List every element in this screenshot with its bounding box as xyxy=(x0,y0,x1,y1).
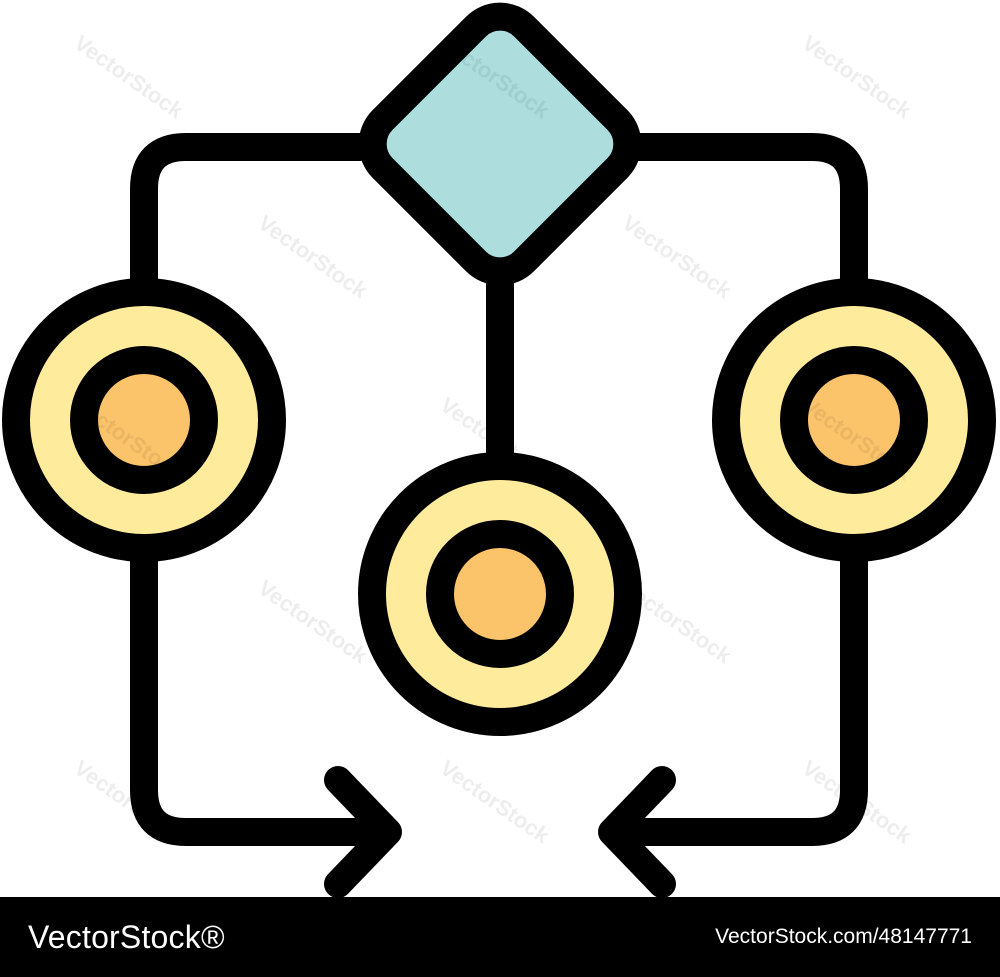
connector-top-right xyxy=(624,133,868,296)
connector-bottom-left xyxy=(130,542,398,846)
brand-logo: VectorStock® xyxy=(28,918,225,955)
left-node xyxy=(2,278,286,562)
connector-top-left xyxy=(130,133,374,296)
footer-bar: VectorStock® VectorStock.com/48147771 xyxy=(0,897,1000,977)
right-node xyxy=(712,278,996,562)
image-credit: VectorStock.com/48147771 xyxy=(715,925,972,948)
connector-bottom-right xyxy=(600,542,868,846)
arrow-right-icon xyxy=(324,766,402,897)
flowchart-illustration: VectorStock VectorStock VectorStock Vect… xyxy=(2,2,996,897)
center-node xyxy=(358,452,642,736)
flowchart-svg xyxy=(2,2,996,897)
arrow-left-icon xyxy=(598,766,676,897)
decision-diamond xyxy=(358,2,642,286)
